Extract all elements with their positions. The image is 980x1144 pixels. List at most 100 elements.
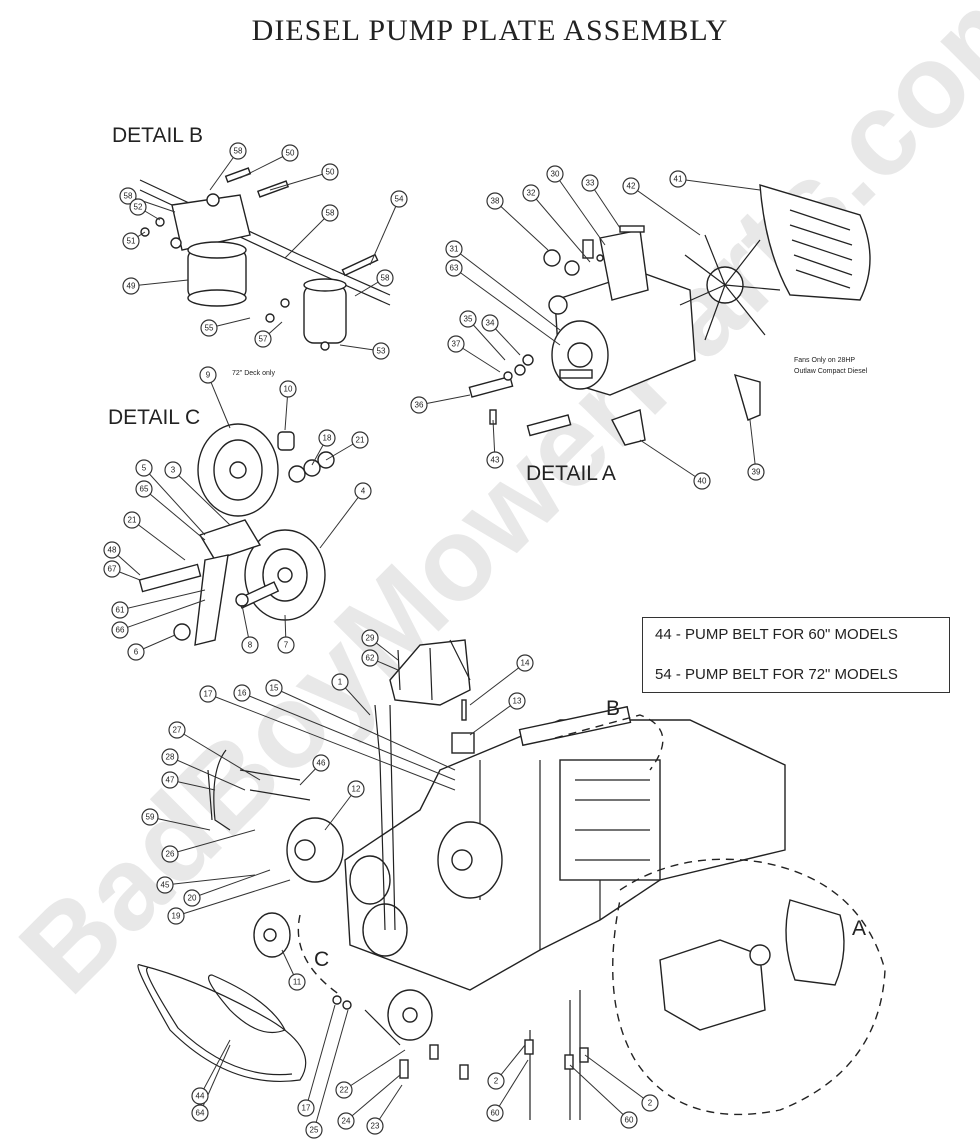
part-callout: 16 — [233, 684, 251, 702]
callout-circle — [321, 204, 339, 222]
callout-circle — [445, 240, 463, 258]
callout-circle — [331, 673, 349, 691]
leader-line — [176, 729, 261, 781]
part-callout: 33 — [581, 174, 599, 192]
leader-line — [630, 185, 701, 236]
part-callout: 3 — [164, 461, 182, 479]
callout-number: 39 — [752, 468, 761, 477]
part-callout: 25 — [305, 1121, 323, 1139]
callout-circle — [447, 335, 465, 353]
leader-line — [369, 198, 400, 266]
callout-number: 21 — [356, 436, 365, 445]
callout-number: 58 — [326, 209, 335, 218]
leader-line — [199, 1039, 231, 1097]
callout-number: 23 — [371, 1122, 380, 1131]
part-callout: 20 — [183, 889, 201, 907]
callout-number: 50 — [286, 149, 295, 158]
callout-number: 35 — [464, 315, 473, 324]
detail-b-filter-assembly — [139, 167, 391, 351]
callout-number: 66 — [116, 626, 125, 635]
leader-line — [169, 829, 256, 855]
callout-circle — [167, 907, 185, 925]
callout-number: 24 — [342, 1117, 351, 1126]
leader-line — [207, 374, 231, 429]
callout-circle — [281, 144, 299, 162]
callout-number: 53 — [377, 347, 386, 356]
callout-circle — [516, 654, 534, 672]
callout-circle — [127, 643, 145, 661]
callout-circle — [410, 396, 428, 414]
callout-number: 9 — [206, 371, 211, 380]
fans-only-note-1: Fans Only on 28HP — [794, 357, 855, 364]
leader-line — [469, 700, 518, 736]
part-callout: 21 — [123, 511, 141, 529]
leader-line — [677, 178, 761, 191]
part-callout: 59 — [141, 808, 159, 826]
callout-circle — [354, 482, 372, 500]
callout-number: 61 — [116, 606, 125, 615]
leader-line — [313, 1009, 349, 1131]
part-callout: 39 — [747, 463, 765, 481]
part-callout: 11 — [288, 973, 306, 991]
detail-c-idler-assembly: 72" Deck only — [138, 370, 335, 646]
part-callout: 15 — [265, 679, 283, 697]
main-pump-plate-assembly — [137, 639, 886, 1120]
callout-number: 44 — [196, 1092, 205, 1101]
part-callout: 54 — [390, 190, 408, 208]
part-callout: 29 — [361, 629, 379, 647]
callout-circle — [135, 459, 153, 477]
callout-circle — [199, 366, 217, 384]
part-callout: 45 — [156, 876, 174, 894]
detail-b-label: DETAIL B — [112, 124, 203, 147]
part-callout: 10 — [279, 380, 297, 398]
leader-line — [164, 874, 256, 886]
part-callout: 57 — [254, 330, 272, 348]
callout-circle — [347, 780, 365, 798]
leader-line — [469, 662, 526, 706]
part-callout: 1 — [331, 673, 349, 691]
callout-number: 22 — [340, 1086, 349, 1095]
leader-line — [749, 419, 757, 473]
callout-circle — [486, 451, 504, 469]
callout-circle — [135, 480, 153, 498]
callout-circle — [641, 1094, 659, 1112]
callout-circle — [229, 142, 247, 160]
callout-number: 50 — [326, 168, 335, 177]
callout-number: 54 — [395, 195, 404, 204]
part-callout: 23 — [366, 1117, 384, 1135]
callout-circle — [546, 165, 564, 183]
callout-circle — [164, 461, 182, 479]
callout-number: 14 — [521, 659, 530, 668]
callout-circle — [199, 685, 217, 703]
view-marker-c: C — [314, 948, 329, 971]
callout-circle — [191, 1104, 209, 1122]
leader-line — [119, 599, 206, 631]
callout-circle — [581, 174, 599, 192]
callout-circle — [486, 1104, 504, 1122]
callout-number: 55 — [205, 324, 214, 333]
callout-circle — [111, 621, 129, 639]
callout-number: 37 — [452, 340, 461, 349]
callout-circle — [183, 889, 201, 907]
callout-number: 57 — [259, 335, 268, 344]
leader-line — [494, 1059, 529, 1114]
callout-number: 2 — [648, 1099, 653, 1108]
callout-number: 10 — [284, 385, 293, 394]
leader-line — [639, 439, 703, 482]
callout-number: 60 — [491, 1109, 500, 1118]
part-callout: 58 — [376, 269, 394, 287]
callout-circle — [481, 314, 499, 332]
leader-line — [319, 490, 364, 549]
part-callout: 35 — [459, 310, 477, 328]
part-callout: 42 — [622, 177, 640, 195]
callout-circle — [390, 190, 408, 208]
leader-lines — [111, 150, 761, 1131]
callout-circle — [119, 187, 137, 205]
callout-circle — [241, 636, 259, 654]
part-callout: 44 — [191, 1087, 209, 1105]
callout-circle — [254, 330, 272, 348]
part-callout: 2 — [641, 1094, 659, 1112]
callout-number: 25 — [310, 1126, 319, 1135]
